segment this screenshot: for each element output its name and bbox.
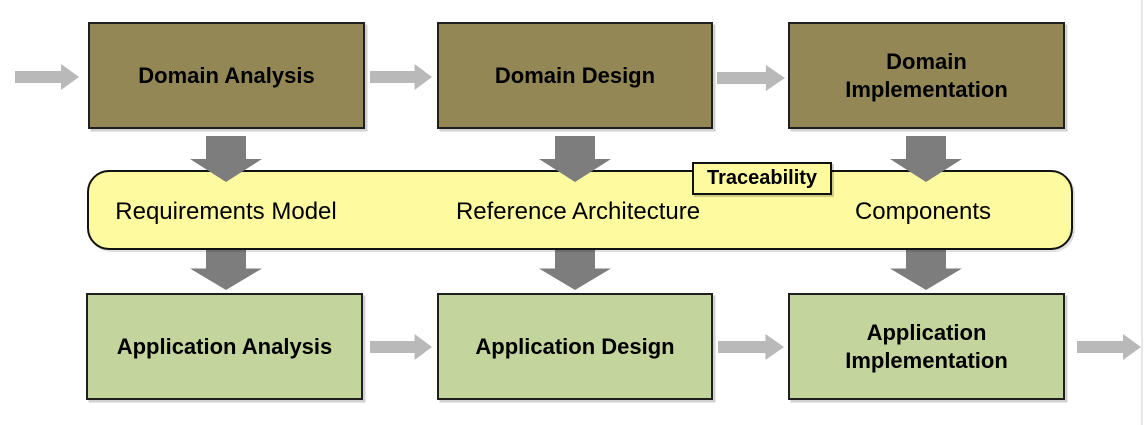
arrow-right-icon <box>370 334 432 360</box>
arrow-down-icon <box>539 136 611 182</box>
page-edge-divider <box>1141 0 1143 425</box>
arrow-right-icon <box>15 64 79 90</box>
application-implementation-label: Application Implementation <box>845 320 1008 373</box>
domain-design-label: Domain Design <box>494 62 656 88</box>
arrow-right-icon <box>1077 334 1141 360</box>
arrow-down-icon <box>539 247 611 290</box>
traceability-tag-label: Traceability <box>706 167 818 189</box>
reference-architecture-label: Reference Architecture <box>455 198 701 225</box>
arrow-right-icon <box>718 334 784 360</box>
requirements-model-label: Requirements Model <box>115 198 337 225</box>
domain-implementation-label: Domain Implementation <box>845 49 1008 102</box>
application-analysis-label: Application Analysis <box>116 333 333 359</box>
arrow-down-icon <box>190 247 262 290</box>
arrow-down-icon <box>890 247 962 290</box>
domain-analysis-box: Domain Analysis <box>88 22 365 129</box>
domain-analysis-label: Domain Analysis <box>138 62 315 88</box>
domain-implementation-box: Domain Implementation <box>788 22 1065 129</box>
traceability-tag: Traceability <box>692 162 832 195</box>
domain-design-box: Domain Design <box>437 22 713 129</box>
arrow-down-icon <box>190 136 262 182</box>
components-label: Components <box>854 198 992 225</box>
application-implementation-box: Application Implementation <box>788 293 1065 400</box>
arrow-right-icon <box>370 64 432 90</box>
application-design-box: Application Design <box>437 293 713 400</box>
arrow-down-icon <box>890 136 962 182</box>
arrow-right-icon <box>717 65 785 91</box>
application-analysis-box: Application Analysis <box>86 293 363 400</box>
application-design-label: Application Design <box>475 333 675 359</box>
